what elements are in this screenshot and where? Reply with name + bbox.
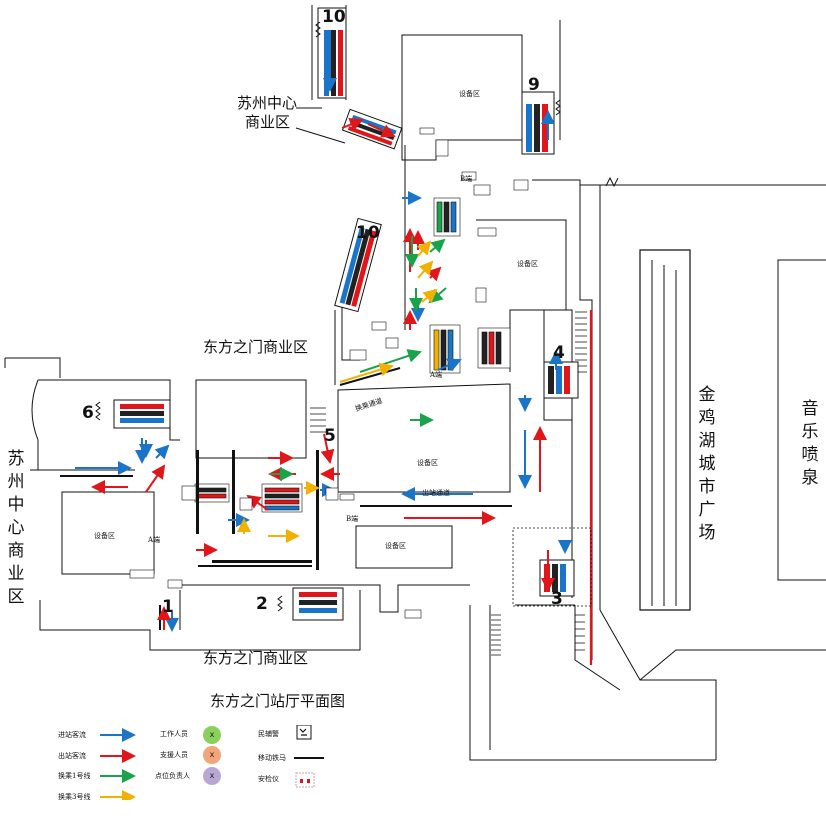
legend-scanner-label: 安检仪 xyxy=(258,775,279,783)
a-end-label: A端 xyxy=(430,371,443,379)
legend-entry-flow-label: 进站客流 xyxy=(58,731,86,739)
legend-exit-flow-label: 出站客流 xyxy=(58,752,86,760)
exit-number-8: 9 xyxy=(528,75,540,95)
wavy-marks xyxy=(95,21,619,612)
escalator-exit-10 xyxy=(334,217,382,313)
suzhou-center-top-label-1: 苏州中心 xyxy=(237,94,298,112)
exit-number-2: 2 xyxy=(256,594,268,614)
jinji-lake-label: 金鸡湖城市广场 xyxy=(698,385,716,543)
escalator-exit-6 xyxy=(113,399,171,429)
legend-other-icons xyxy=(294,725,324,788)
escalator-exit-4 xyxy=(543,361,579,399)
equipment-zone-label: 设备区 xyxy=(94,532,115,540)
exit-number-1: 1 xyxy=(162,597,174,617)
walls xyxy=(4,5,826,761)
exit-number-5: 5 xyxy=(324,426,336,446)
exit-number-4: 4 xyxy=(553,343,565,363)
security-scanner-icon xyxy=(295,772,315,788)
escalator-exit-2 xyxy=(292,587,344,621)
suzhou-center-left-label: 苏州中心商业区 xyxy=(7,449,25,607)
dongfang-bottom-label: 东方之门商业区 xyxy=(203,649,309,667)
legend-line3-label: 换乘3号线 xyxy=(58,793,91,801)
escalator-exit-8 xyxy=(521,91,555,155)
legend-support-label: 支援人员 xyxy=(160,751,188,759)
police-icon xyxy=(296,725,312,740)
exit-number-3: 3 xyxy=(551,589,563,609)
equipment-zone-label: 设备区 xyxy=(459,90,480,98)
map-title: 东方之门站厅平面图 xyxy=(210,692,346,710)
lead-marker-icon: x xyxy=(203,767,221,785)
escalator-to-9-diagonal xyxy=(341,108,403,150)
gate-rows xyxy=(196,450,319,570)
legend-barrier-label: 移动铁马 xyxy=(258,754,286,762)
equipment-zone-label: 设备区 xyxy=(417,459,438,467)
movable-barriers xyxy=(60,367,512,630)
platform-escalators xyxy=(194,197,511,513)
exit-passage-label: 出站通道 xyxy=(422,489,450,497)
dongfang-top-label: 东方之门商业区 xyxy=(203,338,309,356)
a-end-label: A端 xyxy=(148,536,161,544)
flow-arrows-line3 xyxy=(237,240,438,543)
staff-marker-icon: x xyxy=(203,726,221,744)
b-end-label: B端 xyxy=(346,515,359,523)
b-end-label: B端 xyxy=(460,175,473,183)
legend-police-label: 民辅警 xyxy=(258,730,279,738)
exit-3-zone xyxy=(512,527,592,607)
exit-number-6: 6 xyxy=(82,403,94,423)
legend-line1-label: 换乘1号线 xyxy=(58,772,91,780)
small-boxes xyxy=(129,127,529,619)
legend-staff-label: 工作人员 xyxy=(160,730,188,738)
exit-number-9: 10 xyxy=(322,7,346,27)
flow-arrows-exit xyxy=(91,117,555,630)
equipment-zone-label: 设备区 xyxy=(385,542,406,550)
legend-flow-arrows xyxy=(100,728,136,800)
exit-number-10: 10 xyxy=(356,223,380,243)
support-marker-icon: x xyxy=(203,746,221,764)
legend-lead-label: 点位负责人 xyxy=(155,772,190,780)
equipment-zone-label: 设备区 xyxy=(517,260,538,268)
suzhou-center-top-label-2: 商业区 xyxy=(245,113,291,131)
music-fountain-label: 音乐喷泉 xyxy=(801,399,819,488)
stair-hatches xyxy=(310,311,587,656)
